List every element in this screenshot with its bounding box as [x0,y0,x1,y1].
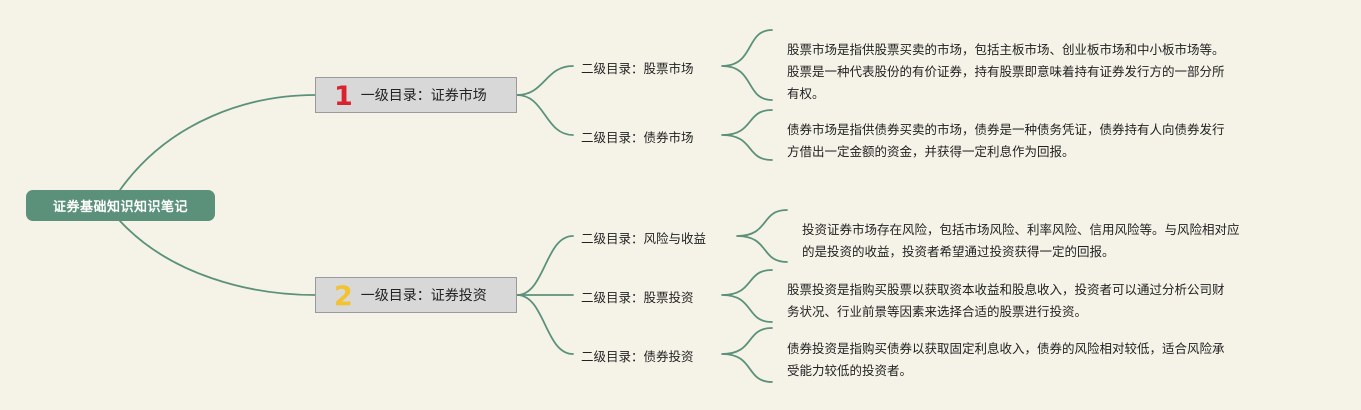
subtopic-bond-investment[interactable]: 二级目录：债券投资 [581,349,694,364]
connector-branch-2-to-bond-investment [516,294,574,355]
connector-root-to-branch-2 [119,220,316,296]
subtopic-stock-market[interactable]: 二级目录：股票市场 [581,61,694,76]
bracket-stock-market [721,29,773,101]
branch-number-badge: 1 [334,80,353,112]
connector-root-to-branch-1 [119,94,316,191]
connector-branch-1-to-bond-market [516,94,574,136]
branch-topic-label: 一级目录：证券市场 [360,88,487,104]
branch-topic-label: 一级目录：证券投资 [360,288,487,304]
bracket-bond-market [721,109,773,161]
note-stock-market: 股票市场是指供股票买卖的市场，包括主板市场、创业板市场和中小板市场等。 股票是一… [787,42,1225,101]
note-risk-return: 投资证券市场存在风险，包括市场风险、利率风险、信用风险等。与风险相对应 的是投资… [802,222,1240,259]
root-topic[interactable]: 证券基础知识知识笔记 [26,190,215,221]
subtopic-bond-market[interactable]: 二级目录：债券市场 [581,130,694,145]
note-stock-investment: 股票投资是指购买股票以获取资本收益和股息收入，投资者可以通过分析公司财 务状况、… [787,282,1225,319]
subtopic-stock-investment[interactable]: 二级目录：股票投资 [581,290,694,305]
root-topic-label: 证券基础知识知识笔记 [52,200,188,215]
subtopic-risk-return[interactable]: 二级目录：风险与收益 [581,231,707,246]
branch-topic-securities-investment[interactable]: 2 一级目录：证券投资 [315,277,517,313]
connector-branch-2-to-risk-return [516,235,574,296]
bracket-stock-investment [721,269,773,323]
note-bond-investment: 债券投资是指购买债券以获取固定利息收入，债券的风险相对较低，适合风险承 受能力较… [787,341,1225,378]
connector-branch-1-to-stock-market [516,65,574,96]
bracket-bond-investment [721,327,773,383]
bracket-risk-return [736,209,788,263]
branch-topic-securities-market[interactable]: 1 一级目录：证券市场 [315,77,517,113]
branch-number-badge: 2 [334,280,353,312]
note-bond-market: 债券市场是指供债券买卖的市场，债券是一种债务凭证，债券持有人向债券发行 方借出一… [787,122,1225,159]
